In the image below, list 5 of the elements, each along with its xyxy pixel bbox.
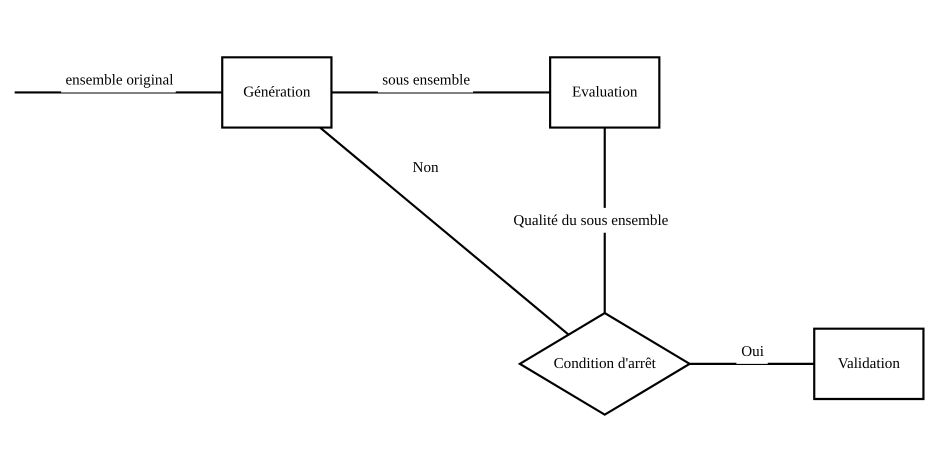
edge-label: Non [412, 160, 439, 176]
edge-label: Oui [741, 344, 764, 360]
edge-label: Qualité du sous ensemble [513, 212, 668, 229]
edge-label: ensemble original [65, 72, 174, 89]
edge-label: sous ensemble [382, 72, 470, 89]
